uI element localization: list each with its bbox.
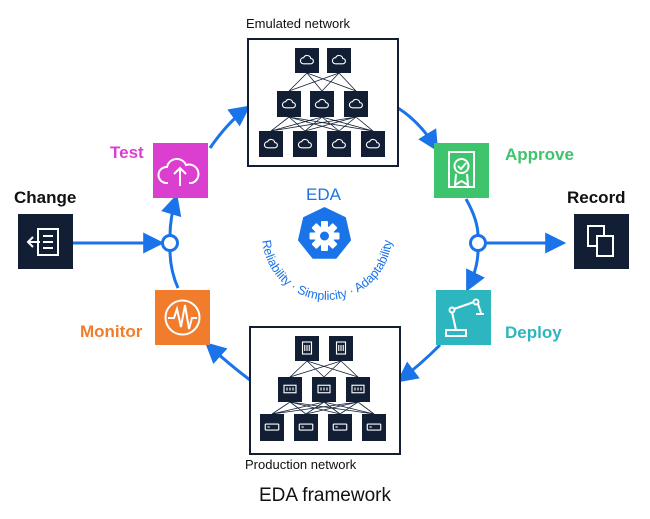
emulated-network-box bbox=[247, 38, 399, 167]
production-network-box bbox=[249, 326, 401, 455]
monitor-label: Monitor bbox=[80, 322, 143, 341]
certificate-check-icon bbox=[448, 151, 475, 188]
record-box bbox=[574, 214, 629, 269]
change-box bbox=[18, 214, 73, 269]
arrow-production-to-monitor bbox=[204, 342, 251, 382]
flow-arrows bbox=[72, 105, 567, 383]
diagram-caption: EDA framework bbox=[259, 485, 391, 506]
approve-label: Approve bbox=[505, 145, 574, 164]
production-network-label: Production network bbox=[245, 457, 357, 472]
arrow-approve-to-record-node bbox=[464, 198, 480, 237]
change-label: Change bbox=[14, 188, 77, 207]
test-box bbox=[153, 143, 208, 198]
pulse-waveform-icon bbox=[164, 299, 201, 336]
arrow-emulated-to-approve bbox=[397, 106, 439, 152]
monitor-box bbox=[155, 290, 210, 345]
record-label: Record bbox=[567, 188, 626, 207]
deploy-label: Deploy bbox=[505, 323, 562, 342]
cloud-upload-icon bbox=[157, 157, 200, 186]
arrow-monitor-to-change-node bbox=[168, 249, 180, 289]
robotic-arm-icon bbox=[445, 298, 484, 337]
eda-title: EDA bbox=[306, 185, 341, 204]
approve-box bbox=[434, 143, 489, 198]
gear-heptagon-icon bbox=[297, 207, 352, 259]
copy-pages-icon bbox=[587, 225, 614, 257]
arrow-change-node-to-test bbox=[161, 193, 182, 237]
test-label: Test bbox=[110, 143, 144, 162]
emulated-network-label: Emulated network bbox=[246, 16, 351, 31]
document-import-icon bbox=[26, 228, 59, 256]
junction-change bbox=[161, 234, 179, 252]
arrow-test-to-emulated bbox=[208, 105, 251, 149]
arrow-deploy-to-production bbox=[396, 343, 442, 383]
deploy-box bbox=[436, 290, 491, 345]
junction-record bbox=[469, 234, 487, 252]
arrow-record-node-to-deploy bbox=[466, 249, 485, 292]
